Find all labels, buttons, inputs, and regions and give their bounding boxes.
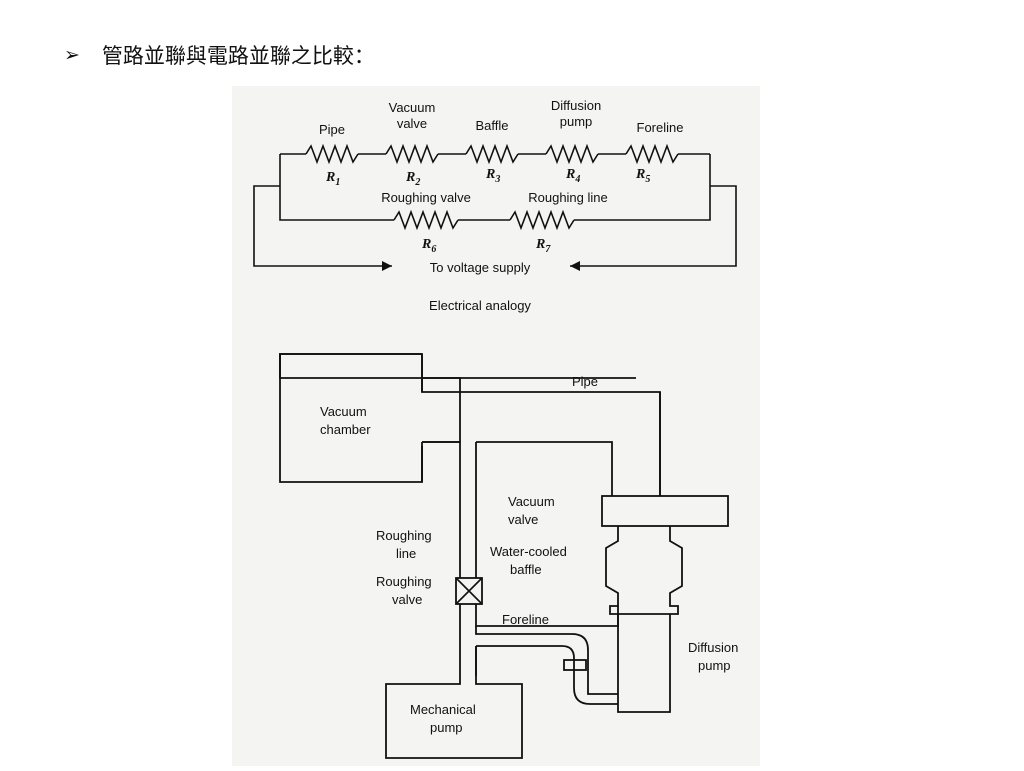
pipe-segment xyxy=(475,442,619,627)
left-arrowhead-icon xyxy=(382,261,392,271)
label-diffusion-pump-2: pump xyxy=(698,658,731,673)
label-roughing-valve-parallel: Roughing valve xyxy=(381,190,471,205)
left-supply-lead xyxy=(253,185,392,267)
label-r4: R4 xyxy=(565,167,580,185)
label-roughing-line-parallel: Roughing line xyxy=(528,190,608,205)
label-vacuum-series-1: Vacuum xyxy=(389,100,436,115)
wire-segment xyxy=(279,186,394,221)
foreline-flange xyxy=(563,659,587,671)
label-roughing-line-2: line xyxy=(396,546,416,561)
label-foreline: Foreline xyxy=(502,612,549,627)
resistor-r4 xyxy=(545,143,599,165)
resistor-r2 xyxy=(385,143,439,165)
wire-segment xyxy=(574,186,711,221)
diffusion-pump-body xyxy=(617,614,671,713)
heading-text: 管路並聯與電路並聯之比較： xyxy=(101,44,375,68)
label-vacuum-valve-2: valve xyxy=(508,512,538,527)
diagram-svg: Pipe Vacuum valve Baffle Diffusion pump … xyxy=(253,98,738,759)
resistor-r5 xyxy=(625,143,679,165)
label-mechanical-pump-1: Mechanical xyxy=(410,702,476,717)
label-pipe-series: Pipe xyxy=(319,122,345,137)
label-vacuum-chamber-2: chamber xyxy=(320,422,371,437)
resistor-r1 xyxy=(305,143,359,165)
label-roughing-valve-1: Roughing xyxy=(376,574,432,589)
heading-line: ➢ 管路並聯與電路並聯之比較： xyxy=(64,40,375,70)
foreline-inner xyxy=(475,626,618,695)
label-r1: R1 xyxy=(325,170,340,188)
label-r3: R3 xyxy=(485,167,500,185)
label-diffusion-pump-1: Diffusion xyxy=(688,640,738,655)
label-diffusion-series-1: Diffusion xyxy=(551,98,601,113)
label-baffle-1: Water-cooled xyxy=(490,544,567,559)
label-to-voltage-supply: To voltage supply xyxy=(430,260,531,275)
label-foreline-series: Foreline xyxy=(637,120,684,135)
diagram-figure: Pipe Vacuum valve Baffle Diffusion pump … xyxy=(232,86,760,766)
mechanical-pump xyxy=(385,646,523,759)
foreline-outer xyxy=(502,645,618,705)
electrical-analogy: Pipe Vacuum valve Baffle Diffusion pump … xyxy=(253,98,737,313)
label-roughing-line-1: Roughing xyxy=(376,528,432,543)
roughing-valve-x-icon xyxy=(455,577,483,605)
label-vacuum-chamber-1: Vacuum xyxy=(320,404,367,419)
bullet-arrow-icon: ➢ xyxy=(64,44,80,66)
label-vacuum-valve-1: Vacuum xyxy=(508,494,555,509)
label-pump-series-2: pump xyxy=(560,114,593,129)
resistor-r3 xyxy=(465,143,519,165)
label-r5: R5 xyxy=(635,167,650,185)
vacuum-system-diagram: Vacuum chamber Pipe Vacuum valve Water-c… xyxy=(279,353,738,759)
vacuum-valve-block xyxy=(601,495,729,527)
right-supply-lead xyxy=(570,185,737,267)
label-electrical-analogy: Electrical analogy xyxy=(429,298,531,313)
baffle-body xyxy=(605,526,683,615)
label-roughing-valve-2: valve xyxy=(392,592,422,607)
baffle-outline xyxy=(476,441,613,496)
label-baffle-series: Baffle xyxy=(475,118,508,133)
label-mechanical-pump-2: pump xyxy=(430,720,463,735)
resistor-r7 xyxy=(509,209,575,231)
resistor-r6 xyxy=(393,209,459,231)
label-r2: R2 xyxy=(405,170,420,188)
roughing-line-pipe xyxy=(422,441,461,678)
label-valve-series-2: valve xyxy=(397,116,427,131)
label-r7: R7 xyxy=(535,237,551,255)
label-r6: R6 xyxy=(421,237,436,255)
label-baffle-2: baffle xyxy=(510,562,542,577)
right-arrowhead-icon xyxy=(570,261,580,271)
label-pipe: Pipe xyxy=(572,374,598,389)
